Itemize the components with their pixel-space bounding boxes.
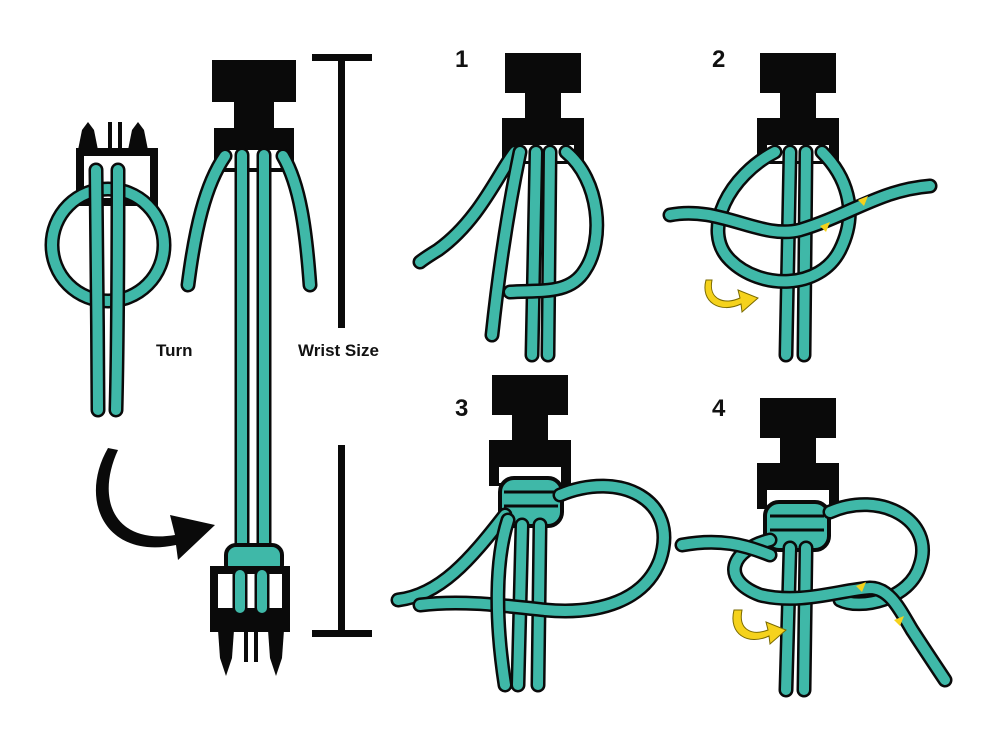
step-3-illustration	[390, 375, 672, 693]
wrist-size-measure-bar	[312, 54, 372, 637]
buckle-loop-detail	[44, 122, 172, 418]
step-number-2: 2	[712, 46, 726, 73]
step-4-illustration	[674, 398, 953, 698]
turn-label: Turn	[156, 341, 193, 360]
step-number-1: 1	[455, 46, 469, 73]
step-2-illustration	[662, 53, 938, 363]
curl-arrow-icon	[704, 279, 759, 313]
step-1-illustration	[412, 53, 605, 363]
turn-arrow-icon	[95, 448, 215, 560]
bracelet-wrist-length	[180, 60, 318, 676]
curl-arrow-icon	[732, 609, 787, 645]
step-number-3: 3	[455, 395, 469, 422]
wrist-size-label: Wrist Size	[298, 341, 379, 360]
step-number-4: 4	[712, 395, 726, 422]
